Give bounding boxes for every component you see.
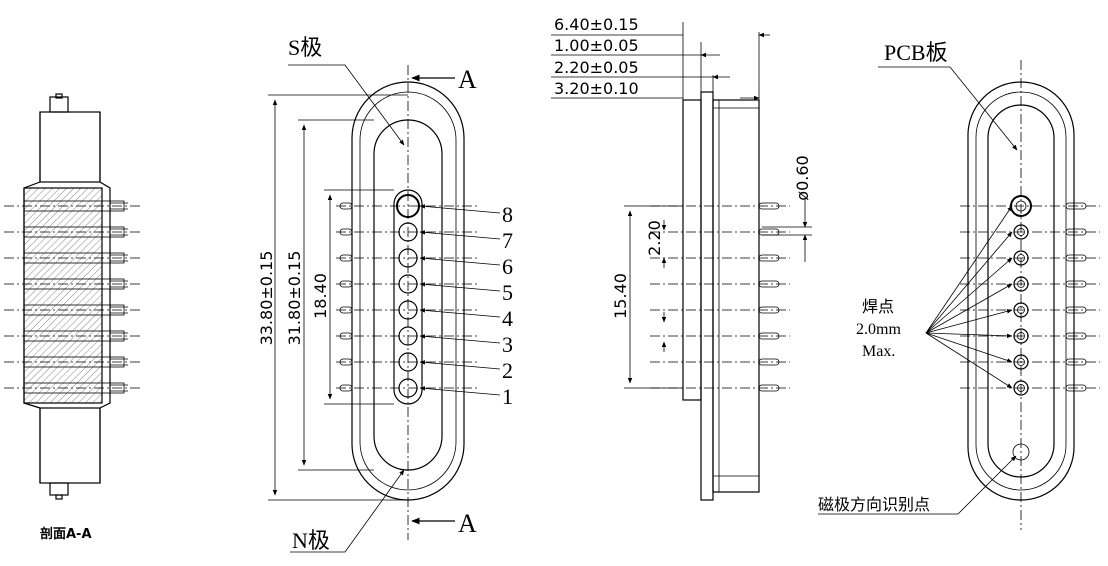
- pin-tail: [339, 280, 353, 288]
- section-pin: [23, 304, 125, 316]
- pin-tail: [339, 228, 353, 236]
- back-pin: [1065, 332, 1087, 340]
- pin-number: 7: [502, 228, 513, 253]
- s-pole-label: S极: [288, 35, 322, 60]
- back-pin: [1065, 280, 1087, 288]
- side-pin: [758, 280, 780, 288]
- dim-pin-span: 18.40: [311, 273, 330, 319]
- pin-number: 1: [502, 384, 513, 409]
- section-view: 剖面A-A: [4, 93, 140, 542]
- front-dimensions: [268, 94, 408, 501]
- dim-overall-length: 33.80±0.15: [257, 251, 276, 346]
- magnet-mark-label: 磁极方向识别点: [818, 496, 930, 514]
- solder-leader-lines: [925, 205, 1013, 389]
- pin-number: 2: [502, 358, 513, 383]
- dim-side-1: 6.40±0.15: [554, 15, 639, 34]
- pin-window: [393, 189, 423, 405]
- section-mark-bottom: A: [458, 509, 477, 538]
- pin-number: 6: [502, 254, 513, 279]
- side-flange: [682, 99, 702, 401]
- section-caption: 剖面A-A: [40, 526, 92, 542]
- section-pins: [4, 200, 140, 394]
- side-pin: [758, 254, 780, 262]
- pin-number: 4: [502, 306, 513, 331]
- section-pin: [23, 356, 125, 368]
- side-pin: [758, 202, 780, 210]
- section-body: [23, 93, 111, 500]
- pin-tail: [339, 358, 353, 366]
- dim-pin-pitch: 2.20: [645, 220, 664, 256]
- pin-tail: [339, 202, 353, 210]
- magnet-mark-dot: [1012, 443, 1030, 461]
- back-pin: [1065, 358, 1087, 366]
- side-pin-tails: [650, 202, 790, 392]
- section-mark-top: A: [458, 65, 477, 94]
- dim-side-3: 2.20±0.05: [554, 58, 639, 77]
- side-pin-dimensions: [624, 200, 812, 389]
- back-pin: [1065, 306, 1087, 314]
- side-view: 6.40±0.15 1.00±0.05 2.20±0.05 3.20±0.10 …: [551, 15, 812, 501]
- section-pin: [23, 252, 125, 264]
- back-pin: [1065, 202, 1087, 210]
- dim-side-4: 3.20±0.10: [554, 79, 639, 98]
- back-outer-shell: [967, 81, 1075, 501]
- n-pole-label: N极: [292, 528, 330, 553]
- dim-side-2: 1.00±0.05: [554, 36, 639, 55]
- side-pin: [758, 358, 780, 366]
- side-body: [712, 99, 760, 493]
- dim-pin-diameter: ø0.60: [793, 155, 812, 200]
- pin-tail: [339, 384, 353, 392]
- back-pin: [1065, 228, 1087, 236]
- dim-inner-length: 31.80±0.15: [285, 251, 304, 346]
- back-inner-face: [987, 104, 1055, 478]
- pcb-label: PCB板: [884, 40, 948, 65]
- pin-number: 5: [502, 280, 513, 305]
- pin-number: 8: [502, 202, 513, 227]
- section-pin: [23, 278, 125, 290]
- back-view: PCB板 焊点 2.0mm Max. 磁极方向识别点: [818, 40, 1100, 530]
- section-pin: [23, 226, 125, 238]
- pin-tail: [339, 254, 353, 262]
- side-pin: [758, 306, 780, 314]
- back-pin: [1065, 254, 1087, 262]
- section-pin: [23, 330, 125, 342]
- pin-tail: [339, 332, 353, 340]
- solder-size: 2.0mm: [856, 321, 901, 338]
- back-pin-tails: [960, 202, 1100, 392]
- side-top-dimensions: [551, 22, 770, 190]
- pin-number: 3: [502, 332, 513, 357]
- back-pin: [1065, 384, 1087, 392]
- section-pin: [23, 382, 125, 394]
- side-pin: [758, 384, 780, 392]
- solder-max: Max.: [862, 343, 895, 360]
- pin-tail: [339, 306, 353, 314]
- section-pin: [23, 200, 125, 212]
- front-inner-face: [373, 119, 443, 471]
- dim-pin-span-side: 15.40: [611, 273, 630, 319]
- solder-label: 焊点: [862, 298, 894, 316]
- front-pin-tails: [336, 202, 480, 392]
- side-pin: [758, 332, 780, 340]
